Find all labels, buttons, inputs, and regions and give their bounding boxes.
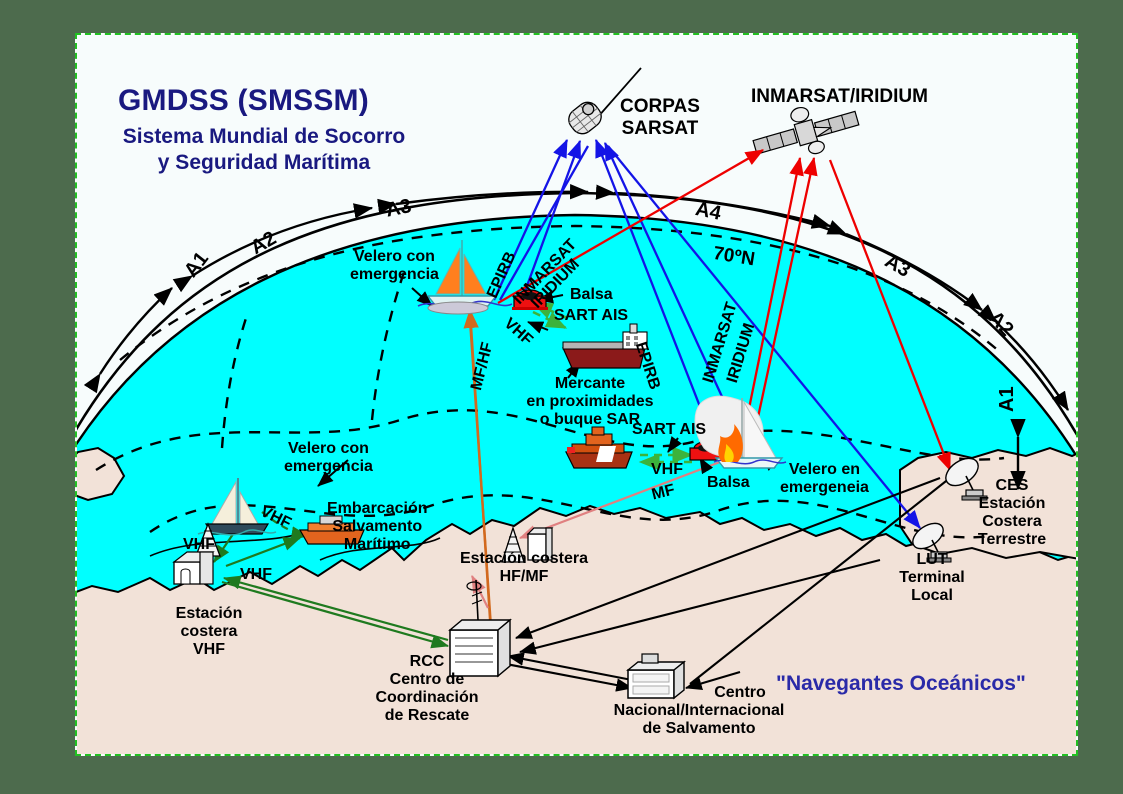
velero-center-label: Velero en emergeneia (780, 461, 869, 497)
estacion-costera-vhf-line2: costera (180, 622, 238, 640)
coordination-links (505, 469, 961, 692)
ces-line2: Estación (978, 494, 1046, 512)
centro-nacional-label: Centro Nacional/Internacional de Salvame… (593, 684, 805, 738)
estacion-costera-vhf-line1: Estación (175, 605, 243, 622)
sart-ais-center-label: SART AIS (632, 421, 707, 438)
rcc-label: RCC Centro de Coordinación de Rescate (365, 653, 489, 725)
sailboat-emergency-center-icon (694, 395, 787, 469)
subtitle-line-1: Sistema Mundial de Socorro (122, 125, 406, 148)
rcc-line3: Coordinación (375, 688, 479, 706)
inmarsat-iridium-satellite-icon (752, 106, 860, 155)
velero-left-label-line1: Velero con (288, 440, 369, 457)
vhf-coast-label-1: VHF (183, 536, 215, 553)
rescue-boat-icon (298, 515, 365, 545)
mercante-label-line3: o buque SAR (539, 410, 641, 428)
estacion-costera-hfmf-line2: HF/MF (499, 567, 549, 585)
sea-area-a1-right: A1 (996, 386, 1018, 412)
coastal-vhf-station-icon (172, 522, 221, 585)
balsa-top-label: Balsa (570, 286, 613, 303)
rcc-building-icon (448, 579, 512, 678)
embarcacion-label-line3: Marítimo (343, 535, 411, 553)
vhf-coast-label-3: VHF (240, 566, 272, 583)
subtitle-line-2: y Seguridad Marítima (157, 151, 371, 175)
inmarsat-iridium-label-line1: INMARSAT/IRIDIUM (751, 86, 928, 107)
lut-line2: Terminal (899, 568, 965, 586)
centro-nacional-line1: Centro (714, 684, 766, 701)
estacion-costera-hfmf-label: Estación costera HF/MF (452, 550, 596, 586)
velero-center-label-line2: emergeneia (780, 478, 869, 496)
coastal-hfmf-station-icon (501, 525, 554, 563)
landmass-group (77, 446, 1076, 754)
vhf-center-label: VHF (651, 461, 683, 478)
velero-top-label-line1: Velero con (354, 248, 435, 265)
mercante-label-line1: Mercante (554, 375, 626, 392)
sea-area-a4-top: A4 (693, 198, 724, 225)
rcc-line4: de Rescate (384, 706, 470, 724)
velero-left-label-line2: emergencia (284, 457, 373, 475)
embarcacion-label-line1: Embarcación (327, 500, 428, 517)
liferaft-top-icon (512, 289, 548, 310)
ces-dish-icon (945, 457, 988, 501)
rcc-line2: Centro de (389, 670, 465, 688)
sea-area-arrows (83, 184, 1070, 412)
lut-line3: Local (911, 586, 953, 604)
estacion-costera-vhf-label: Estación costera VHF (164, 605, 254, 659)
estacion-costera-hfmf-line1: Estación costera (459, 550, 589, 567)
estacion-costera-vhf-line3: VHF (193, 640, 225, 658)
ces-line3: Costera (982, 512, 1042, 530)
velero-top-label-line2: emergencia (350, 265, 439, 283)
mercante-label-line2: en proximidades (526, 392, 654, 410)
velero-center-label-line1: Velero en (788, 461, 861, 478)
watermark: "Navegantes Oceánicos" (776, 672, 1026, 695)
sar-vessel-icon (565, 426, 633, 469)
embarcacion-label-line2: Salvamento (332, 517, 423, 535)
inmarsat-links (497, 149, 952, 472)
sea-area-a3-left: A3 (384, 195, 414, 222)
lut-dish-icon (912, 522, 952, 563)
embarcacion-label: Embarcación Salvamento Marítimo (327, 500, 427, 554)
sailboat-emergency-top-icon (417, 240, 513, 315)
ces-line1: CES (995, 477, 1029, 494)
balsa-center-label: Balsa (707, 474, 750, 491)
centro-nacional-line3: de Salvamento (642, 719, 756, 737)
inmarsat-iridium-label: INMARSAT/IRIDIUM (751, 86, 928, 108)
centro-nacional-line2: Nacional/Internacional (613, 701, 785, 719)
ces-label: CES Estación Costera Terrestre (975, 477, 1049, 549)
national-rescue-centre-icon (626, 653, 686, 700)
velero-top-label: Velero con emergencia (350, 248, 439, 284)
mf-link (471, 460, 721, 609)
mfhf-link (463, 308, 499, 651)
rcc-line1: RCC (409, 653, 445, 670)
cospas-sarsat-satellite-icon (568, 67, 642, 135)
velero-left-label: Velero con emergencia (284, 440, 373, 476)
ces-line4: Terrestre (977, 530, 1047, 548)
page-subtitle: Sistema Mundial de Socorro y Seguridad M… (84, 124, 444, 177)
page-title: GMDSS (SMSSM) (118, 84, 369, 117)
merchant-ship-icon (562, 323, 648, 369)
cospas-sarsat-label: CORPAS SARSAT (620, 96, 700, 140)
lut-label: LUT Terminal Local (893, 551, 971, 605)
fire-icon (718, 424, 743, 462)
cospas-sarsat-label-line2: SARSAT (621, 117, 699, 139)
lut-line1: LUT (916, 551, 948, 568)
cospas-sarsat-label-line1: CORPAS (620, 96, 700, 117)
sart-ais-top-label: SART AIS (554, 307, 629, 324)
mercante-label: Mercante en proximidades o buque SAR (500, 375, 680, 429)
